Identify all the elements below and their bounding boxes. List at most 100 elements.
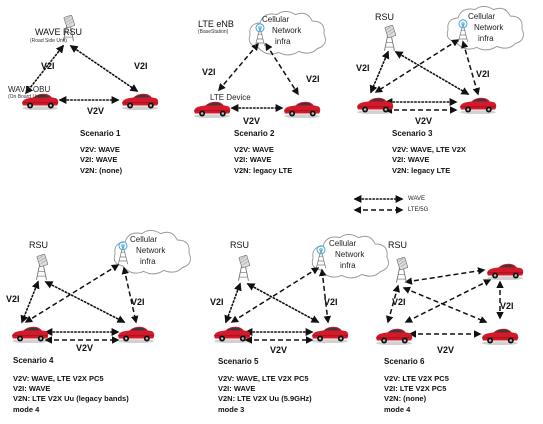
s2-enb-label: LTE eNB xyxy=(198,19,234,29)
s4-cloud-line-3: infra xyxy=(140,257,156,266)
s5-title: Scenario 5 xyxy=(218,357,259,366)
s5-rsu-label: RSU xyxy=(230,240,250,250)
s6-v2i-right-label: V2I xyxy=(500,301,514,311)
s5-v2i-info: V2I: WAVE xyxy=(218,384,256,393)
s5-link-rsu-left xyxy=(224,282,242,324)
s2-v2v-label: V2V xyxy=(243,116,261,126)
s2-v2i-info: V2I: WAVE xyxy=(234,155,272,164)
s6-v2n-info: V2N: (none) xyxy=(384,394,427,403)
s5-mode: mode 3 xyxy=(218,405,245,414)
s1-link-v2i-left xyxy=(25,44,64,95)
s1-car-right xyxy=(121,93,159,110)
s1-rsu-sublabel: (Road Side Unit) xyxy=(30,38,67,44)
s5-car-right xyxy=(311,326,349,343)
s3-link-cloud-right xyxy=(461,40,480,96)
s4-v2n-info: V2N: LTE V2X Uu (legacy bands) xyxy=(13,394,129,403)
s3-v2v-info: V2V: WAVE, LTE V2X xyxy=(392,145,466,154)
s2-v2n-info: V2N: legacy LTE xyxy=(234,166,293,175)
s4-v2i-right-label: V2I xyxy=(131,297,145,307)
s2-link-v2i-left xyxy=(218,42,259,92)
s1-v2v-info: V2V: WAVE xyxy=(80,145,120,154)
s5-v2i-left-label: V2I xyxy=(210,297,224,307)
s2-cloud-line-1: Cellular xyxy=(262,15,290,24)
s2-car-left xyxy=(193,101,231,118)
s1-v2i-right-label: V2I xyxy=(134,61,148,71)
s2-cloud-line-2: Network xyxy=(272,26,302,35)
s6-v2i-left-label: V2I xyxy=(392,297,406,307)
s6-mode: mode 4 xyxy=(384,405,411,414)
s3-link-rsu-left xyxy=(369,50,390,94)
s3-car-right xyxy=(459,97,497,114)
s1-title: Scenario 1 xyxy=(80,129,121,138)
s5-rsu xyxy=(237,254,251,282)
s3-title: Scenario 3 xyxy=(392,129,433,138)
s1-obu-sublabel: (On Board Unit) xyxy=(8,94,44,100)
s1-v2n-info: V2N: (none) xyxy=(80,166,123,175)
legend-lte-label: LTE/5G xyxy=(408,207,429,213)
s3-car-left xyxy=(356,97,394,114)
s2-v2v-info: V2V: WAVE xyxy=(234,145,274,154)
s6-v2v-info: V2V: LTE V2X PC5 xyxy=(384,374,449,383)
s5-v2n-info: V2N: LTE V2X Uu (5.9GHz) xyxy=(218,394,312,403)
s3-v2i-info: V2I: WAVE xyxy=(392,155,430,164)
s5-link-cloud-left xyxy=(230,267,320,323)
s1-v2v-label: V2V xyxy=(87,106,105,116)
s6-link-top-left xyxy=(404,279,492,323)
s4-link-cloud-right xyxy=(121,266,139,324)
s4-v2v-label: V2V xyxy=(76,343,94,353)
s5-v2v-label: V2V xyxy=(270,345,288,355)
s3-v2n-info: V2N: legacy LTE xyxy=(392,166,451,175)
s6-car-top xyxy=(486,263,524,280)
s4-v2i-left-label: V2I xyxy=(6,294,20,304)
s3-v2i-right-label: V2I xyxy=(476,69,490,79)
s5-v2i-right-label: V2I xyxy=(324,297,338,307)
s4-car-right xyxy=(117,326,155,343)
s6-car-right xyxy=(481,328,519,345)
s3-rsu xyxy=(383,24,397,52)
s6-title: Scenario 6 xyxy=(384,357,425,366)
s1-v2i-left-label: V2I xyxy=(41,61,55,71)
s4-cloud-line-1: Cellular xyxy=(130,235,158,244)
s1-v2i-info: V2I: WAVE xyxy=(80,155,118,164)
s3-cloud-line-3: infra xyxy=(478,34,494,43)
s2-car-right xyxy=(283,101,321,118)
s2-v2i-left-label: V2I xyxy=(202,67,216,77)
s5-cloud-line-3: infra xyxy=(340,261,356,270)
s4-mode: mode 4 xyxy=(13,405,40,414)
s5-v2v-info: V2V: WAVE, LTE V2X PC5 xyxy=(218,374,309,383)
s1-link-v2i-right xyxy=(69,45,139,92)
s6-car-left xyxy=(375,328,413,345)
s3-rsu-label: RSU xyxy=(375,12,395,22)
s3-link-cloud-left xyxy=(374,39,460,93)
s6-link-rsu-top xyxy=(404,267,486,285)
s5-link-cloud-right xyxy=(318,268,332,324)
s6-rsu xyxy=(395,256,409,284)
s4-link-cloud-left xyxy=(24,264,120,323)
s5-cloud-line-2: Network xyxy=(335,250,365,259)
s3-cloud-line-1: Cellular xyxy=(468,12,496,21)
s6-link-rsu-left xyxy=(385,284,401,324)
s4-rsu xyxy=(35,253,49,281)
s2-title: Scenario 2 xyxy=(234,129,275,138)
s3-v2i-left-label: V2I xyxy=(356,63,370,73)
s4-title: Scenario 4 xyxy=(13,356,54,365)
s4-v2v-info: V2V: WAVE, LTE V2X PC5 xyxy=(13,374,104,383)
s1-rsu-label: WAVE RSU xyxy=(35,27,83,37)
s2-v2i-right-label: V2I xyxy=(306,74,320,84)
s1-obu-label: WAVE OBU xyxy=(8,85,51,94)
s2-enb-sublabel: (BaseStation) xyxy=(198,29,229,35)
s3-cloud-line-2: Network xyxy=(474,23,504,32)
s4-rsu-label: RSU xyxy=(29,240,49,250)
s4-cloud-line-2: Network xyxy=(136,246,166,255)
s6-v2i-info: V2I: LTE V2X PC5 xyxy=(384,384,447,393)
s4-link-rsu-right xyxy=(44,281,126,323)
s4-car-left xyxy=(11,326,49,343)
s2-lte-device-label: LTE Device xyxy=(210,93,251,102)
legend-wave-label: WAVE xyxy=(408,196,426,202)
s6-v2v-label: V2V xyxy=(437,345,455,355)
s2-link-v2i-right xyxy=(265,42,299,96)
s6-rsu-label: RSU xyxy=(388,240,408,250)
s5-cloud-line-1: Cellular xyxy=(329,239,357,248)
